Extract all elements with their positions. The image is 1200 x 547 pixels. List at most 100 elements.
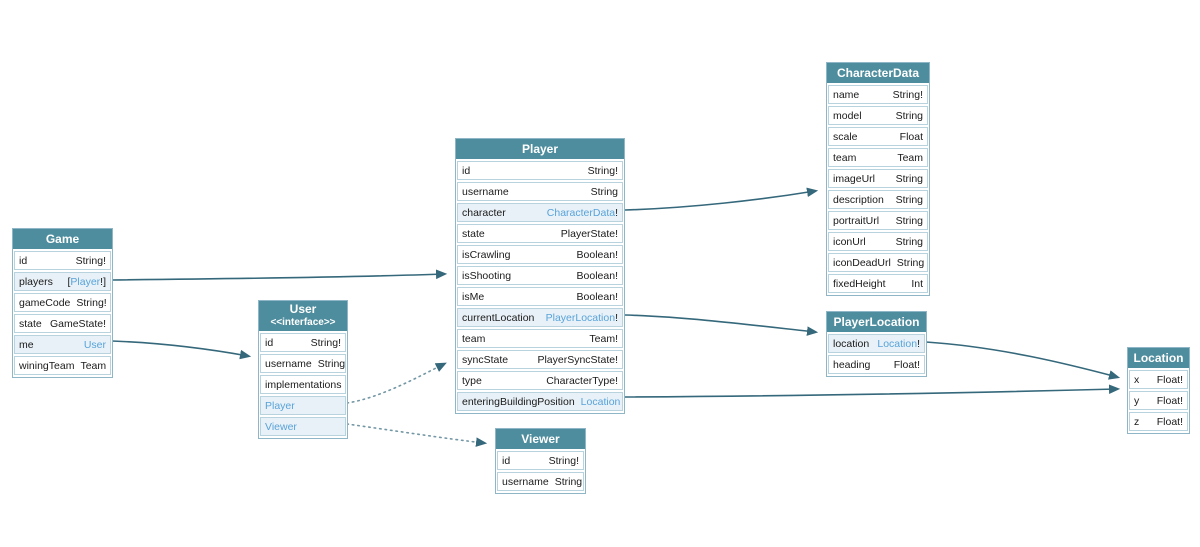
field-name: isCrawling: [462, 248, 511, 261]
type-node-user[interactable]: User <<interface>> id String! username S…: [258, 300, 348, 439]
field-name: gameCode: [19, 296, 71, 309]
field-type: Float!: [893, 358, 920, 371]
field-name: team: [462, 332, 486, 345]
field-name: fixedHeight: [833, 277, 886, 290]
type-node-user-header[interactable]: User <<interface>>: [259, 301, 347, 331]
type-node-game-header[interactable]: Game: [13, 229, 112, 249]
type-link-location[interactable]: Location: [877, 337, 918, 350]
type-link-user[interactable]: User: [83, 338, 106, 351]
field-row-player-isme[interactable]: isMe Boolean!: [457, 287, 623, 306]
field-row-viewer-id[interactable]: id String!: [497, 451, 584, 470]
field-row-characterdata-name[interactable]: name String!: [828, 85, 928, 104]
field-type: Team!: [589, 332, 618, 345]
field-row-characterdata-portraiturl[interactable]: portraitUrl String: [828, 211, 928, 230]
type-link-location[interactable]: Location: [580, 395, 621, 408]
field-name: state: [19, 317, 42, 330]
type-node-viewer[interactable]: Viewer id String! username String: [495, 428, 586, 494]
type-node-playerlocation[interactable]: PlayerLocation location Location! headin…: [826, 311, 927, 377]
field-row-characterdata-imageurl[interactable]: imageUrl String: [828, 169, 928, 188]
field-row-characterdata-iconurl[interactable]: iconUrl String: [828, 232, 928, 251]
field-row-player-isshooting[interactable]: isShooting Boolean!: [457, 266, 623, 285]
field-row-player-currentlocation[interactable]: currentLocation PlayerLocation!: [457, 308, 623, 327]
field-row-location-z[interactable]: z Float!: [1129, 412, 1188, 431]
field-type: String!: [76, 296, 107, 309]
implementation-row-viewer[interactable]: Viewer: [260, 417, 346, 436]
type-link-player[interactable]: Player: [70, 275, 101, 288]
field-row-game-state[interactable]: state GameState!: [14, 314, 111, 333]
field-type: Location!: [877, 337, 920, 350]
field-type: Int: [911, 277, 923, 290]
field-name: isShooting: [462, 269, 512, 282]
type-link-playerlocation[interactable]: PlayerLocation: [545, 311, 616, 324]
field-row-characterdata-description[interactable]: description String: [828, 190, 928, 209]
type-node-characterdata-header[interactable]: CharacterData: [827, 63, 929, 83]
edge-player-currentlocation-to-playerlocation[interactable]: [624, 314, 819, 336]
field-row-player-syncstate[interactable]: syncState PlayerSyncState!: [457, 350, 623, 369]
field-name: model: [833, 109, 862, 122]
field-row-game-winingteam[interactable]: winingTeam Team: [14, 356, 111, 375]
type-node-playerlocation-header[interactable]: PlayerLocation: [827, 312, 926, 332]
field-name: heading: [833, 358, 871, 371]
field-row-user-username[interactable]: username String: [260, 354, 346, 373]
field-row-location-x[interactable]: x Float!: [1129, 370, 1188, 389]
field-name: z: [1134, 415, 1140, 428]
type-title: User: [289, 302, 317, 316]
field-row-player-username[interactable]: username String: [457, 182, 623, 201]
field-row-player-team[interactable]: team Team!: [457, 329, 623, 348]
implementations-section-label: implementations: [260, 375, 346, 394]
field-row-game-players[interactable]: players [Player!]: [14, 272, 111, 291]
field-row-characterdata-model[interactable]: model String: [828, 106, 928, 125]
field-row-playerlocation-heading[interactable]: heading Float!: [828, 355, 925, 374]
edge-user-implementation-player[interactable]: [346, 362, 447, 404]
field-row-player-id[interactable]: id String!: [457, 161, 623, 180]
field-type: Boolean!: [576, 290, 618, 303]
field-row-player-type[interactable]: type CharacterType!: [457, 371, 623, 390]
field-type: String: [895, 193, 923, 206]
field-type: Location: [581, 396, 621, 408]
field-type: Boolean!: [576, 269, 618, 282]
type-node-viewer-header[interactable]: Viewer: [496, 429, 585, 449]
type-node-location[interactable]: Location x Float! y Float! z Float!: [1127, 347, 1190, 434]
field-row-player-iscrawling[interactable]: isCrawling Boolean!: [457, 245, 623, 264]
type-node-game[interactable]: Game id String! players [Player!] gameCo…: [12, 228, 113, 378]
field-name: me: [19, 338, 34, 351]
field-row-characterdata-fixedheight[interactable]: fixedHeight Int: [828, 274, 928, 293]
field-name: winingTeam: [19, 359, 75, 372]
edge-player-character-to-characterdata[interactable]: [624, 187, 819, 211]
field-type: String: [895, 172, 923, 185]
field-row-characterdata-scale[interactable]: scale Float: [828, 127, 928, 146]
field-row-player-enteringbuildingposition[interactable]: enteringBuildingPosition Location: [457, 392, 623, 411]
type-node-player-header[interactable]: Player: [456, 139, 624, 159]
implementation-row-player[interactable]: Player: [260, 396, 346, 415]
type-link-viewer[interactable]: Viewer: [265, 420, 297, 433]
type-node-location-header[interactable]: Location: [1128, 348, 1189, 368]
edge-user-implementation-viewer[interactable]: [346, 423, 488, 447]
field-row-location-y[interactable]: y Float!: [1129, 391, 1188, 410]
edge-game-me-to-user[interactable]: [111, 340, 252, 360]
edge-player-enteringbuildingposition-to-location[interactable]: [624, 384, 1121, 398]
field-row-game-gamecode[interactable]: gameCode String!: [14, 293, 111, 312]
type-node-player[interactable]: Player id String! username String charac…: [455, 138, 625, 414]
field-row-viewer-username[interactable]: username String: [497, 472, 584, 491]
field-row-player-state[interactable]: state PlayerState!: [457, 224, 623, 243]
type-node-characterdata[interactable]: CharacterData name String! model String …: [826, 62, 930, 296]
field-name: id: [462, 164, 471, 177]
edge-game-players-to-player[interactable]: [111, 269, 448, 281]
field-name: team: [833, 151, 857, 164]
field-row-game-me[interactable]: me User: [14, 335, 111, 354]
field-row-characterdata-team[interactable]: team Team: [828, 148, 928, 167]
field-type: String: [317, 357, 346, 370]
field-row-player-character[interactable]: character CharacterData!: [457, 203, 623, 222]
field-type: Team: [897, 151, 923, 164]
field-row-characterdata-icondeadurl[interactable]: iconDeadUrl String: [828, 253, 928, 272]
type-link-player[interactable]: Player: [265, 399, 295, 412]
field-name: location: [833, 337, 870, 350]
field-row-game-id[interactable]: id String!: [14, 251, 111, 270]
field-type: User: [84, 339, 106, 351]
field-name: y: [1134, 394, 1140, 407]
field-row-playerlocation-location[interactable]: location Location!: [828, 334, 925, 353]
field-row-user-id[interactable]: id String!: [260, 333, 346, 352]
type-link-characterdata[interactable]: CharacterData: [546, 206, 616, 219]
edge-playerlocation-location-to-location[interactable]: [925, 341, 1121, 380]
